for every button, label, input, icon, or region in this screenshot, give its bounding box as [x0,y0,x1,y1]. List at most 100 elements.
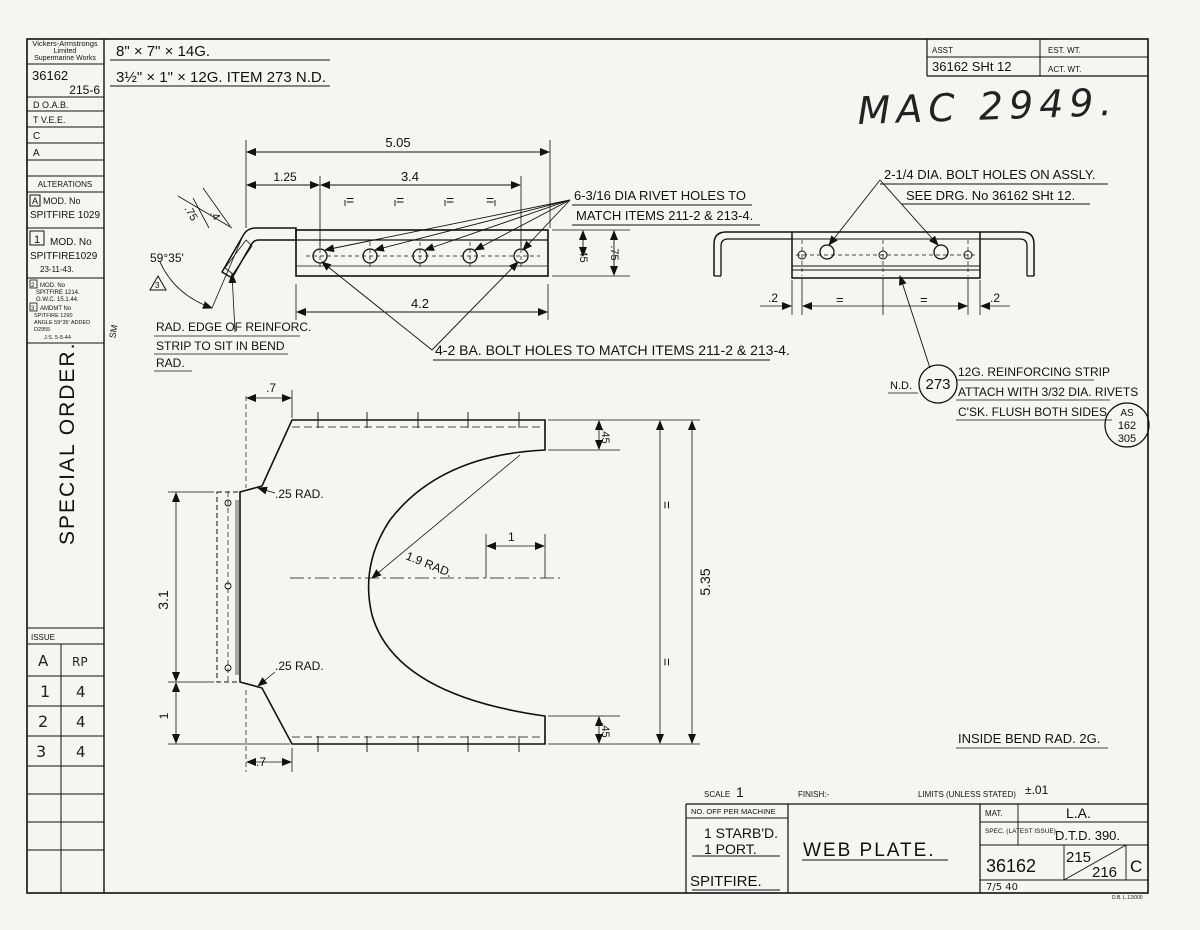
svg-text:LIMITS (UNLESS STATED): LIMITS (UNLESS STATED) [918,790,1016,799]
company-line-1: Vickers-Armstrongs [32,39,98,48]
web-plate-labels: .7 .7 .45 .45 5.35 3.1 1 1 .25 RAD. .25 … [155,381,713,769]
svg-text:=: = [836,292,844,307]
port-qty: 1 PORT. [704,841,757,857]
strip-view [713,179,1035,369]
svg-text:G.W.C. 15.1.44.: G.W.C. 15.1.44. [36,297,79,303]
svg-text:12G. REINFORCING STRIP: 12G. REINFORCING STRIP [958,365,1110,379]
ba-bolt-note: 4-2 BA. BOLT HOLES TO MATCH ITEMS 211-2 … [321,261,790,361]
special-order-label: SPECIAL ORDER. [56,342,79,545]
svg-text:162: 162 [1118,420,1136,432]
svg-text:SCALE: SCALE [704,790,730,799]
side-view-labels: 5.05 1.25 3.4 4.2 .45 .75 .75 .4 59°35' … [107,135,620,339]
svg-text:MATCH ITEMS 211-2 & 213-4.: MATCH ITEMS 211-2 & 213-4. [576,208,753,223]
dim-web-7-bottom: .7 [256,755,266,769]
svg-text:2: 2 [38,712,48,731]
svg-text:RAD. EDGE OF REINFORC.: RAD. EDGE OF REINFORC. [156,320,311,334]
svg-text:=: = [920,292,928,307]
dim-angle: 59°35' [150,251,184,265]
handwritten-reference: MAC 2949. [857,80,1119,133]
sheet-ref-c: C [1130,857,1142,876]
bottom-title-text: SCALE 1 FINISH:- LIMITS (UNLESS STATED) … [690,783,1143,901]
svg-text:J.S. 5-5-44: J.S. 5-5-44 [44,335,71,341]
svg-text:AMDMT No: AMDMT No [40,306,72,312]
dim-bolt-span: 4.2 [411,296,429,311]
svg-text:A: A [32,196,38,206]
dim-web-45-bottom: .45 [599,722,611,737]
svg-text:SPEC. (LATEST ISSUE): SPEC. (LATEST ISSUE) [985,828,1056,835]
svg-text:FINISH:-: FINISH:- [798,790,829,799]
dim-rad-25-top: .25 RAD. [275,487,324,501]
svg-text:MAT.: MAT. [985,809,1003,818]
svg-text:RP: RP [72,655,88,669]
dim-rad-19: 1.9 RAD. [404,549,454,580]
spec-value: D.T.D. 390. [1055,828,1120,843]
dim-offset-1: 1.25 [273,170,297,184]
approval-c: C [33,131,40,142]
sheet-number: 36162 [986,856,1036,876]
svg-text:=: = [659,658,675,666]
dim-overall-length: 5.05 [385,135,410,150]
reinforce-edge-note: RAD. EDGE OF REINFORC. STRIP TO SIT IN B… [154,273,311,372]
limits-value: ±.01 [1025,783,1049,797]
svg-text:6-3/16 DIA RIVET HOLES TO: 6-3/16 DIA RIVET HOLES TO [574,188,746,203]
corner-ref: D.B. L.12/000 [1112,895,1143,901]
svg-text:SPITFIRE 1214.: SPITFIRE 1214. [36,290,80,296]
starboard-qty: 1 STARB'D. [704,825,778,841]
material-value: L.A. [1066,805,1091,821]
svg-text:AS: AS [1120,408,1134,419]
sheet-ref-b: 216 [1092,864,1117,881]
drawing-border [26,38,1149,894]
svg-text:ANGLE 59°35' ADDED: ANGLE 59°35' ADDED [34,320,90,326]
dim-web-7-top: .7 [266,381,276,395]
svg-text:4: 4 [76,683,86,701]
material-spec-1: 8" × 7" × 14G. [116,43,210,60]
svg-text:C'SK. FLUSH BOTH SIDES: C'SK. FLUSH BOTH SIDES [958,405,1107,419]
alteration-a: A MOD. No SPITFIRE 1029 [29,194,100,221]
svg-text:3: 3 [31,306,35,312]
svg-text:2-1/4 DIA. BOLT HOLES ON ASSLY: 2-1/4 DIA. BOLT HOLES ON ASSLY. [884,167,1095,182]
dim-web-1-top: 1 [508,530,515,544]
svg-text:EST. WT.: EST. WT. [1048,46,1081,55]
dim-h-75: .75 [608,245,620,260]
svg-text:4: 4 [76,743,86,761]
rivet-hole-note: 6-3/16 DIA RIVET HOLES TO MATCH ITEMS 21… [324,188,760,253]
svg-text:STRIP TO SIT IN BEND: STRIP TO SIT IN BEND [156,339,285,353]
approval-a: A [33,148,40,159]
dim-web-31: 3.1 [155,590,171,610]
svg-text:ACT. WT.: ACT. WT. [1048,65,1081,74]
nd-label: N.D. [890,380,912,392]
svg-text:D2955: D2955 [34,327,50,333]
alteration-2-and-3: 2 MOD. No SPITFIRE 1214. G.W.C. 15.1.44.… [29,279,90,341]
svg-text:23-11-43.: 23-11-43. [40,265,74,274]
company-block: Vickers-Armstrongs Limited Supermarine W… [32,39,100,189]
svg-text:SPITFIRE 1029: SPITFIRE 1029 [30,210,100,221]
svg-text:MOD. No: MOD. No [50,237,92,248]
inside-bend-note: INSIDE BEND RAD. 2G. [956,731,1108,749]
svg-text:305: 305 [1118,433,1136,445]
web-plate-view [168,390,700,772]
left-title-column [27,63,104,893]
dim-web-45-top: .45 [599,428,611,443]
material-spec-2: 3½" × 1" × 12G. ITEM 273 N.D. [116,69,326,86]
sm-mark: SM [107,324,119,339]
svg-text:3: 3 [36,742,46,761]
alterations-heading: ALTERATIONS [38,180,92,189]
material-notes: 8" × 7" × 14G. 3½" × 1" × 12G. ITEM 273 … [110,43,330,87]
dim-web-1-left: 1 [157,712,171,719]
dim-h-45: .45 [577,247,589,262]
svg-text:MOD. No: MOD. No [40,283,66,289]
svg-text:RAD.: RAD. [156,356,185,370]
svg-text:ASST: ASST [932,46,953,55]
reinforcing-strip-note: N.D. 273 12G. REINFORCING STRIP ATTACH W… [888,364,1150,448]
svg-text:INSIDE BEND RAD. 2G.: INSIDE BEND RAD. 2G. [958,731,1100,746]
svg-text:=: = [396,192,404,208]
svg-text:=: = [659,501,675,509]
approval-t: T V.E.E. [33,115,66,125]
dim-offset-2: 3.4 [401,169,419,184]
svg-text:ATTACH WITH 3/32 DIA. RIVETS: ATTACH WITH 3/32 DIA. RIVETS [958,385,1138,399]
dim-rad-25-bottom: .25 RAD. [275,659,324,673]
company-line-3: Supermarine Works [34,55,96,62]
strip-view-labels: 2-1/4 DIA. BOLT HOLES ON ASSLY. SEE DRG.… [768,167,1108,307]
drawing-ref-left: 215-6 [69,83,100,97]
